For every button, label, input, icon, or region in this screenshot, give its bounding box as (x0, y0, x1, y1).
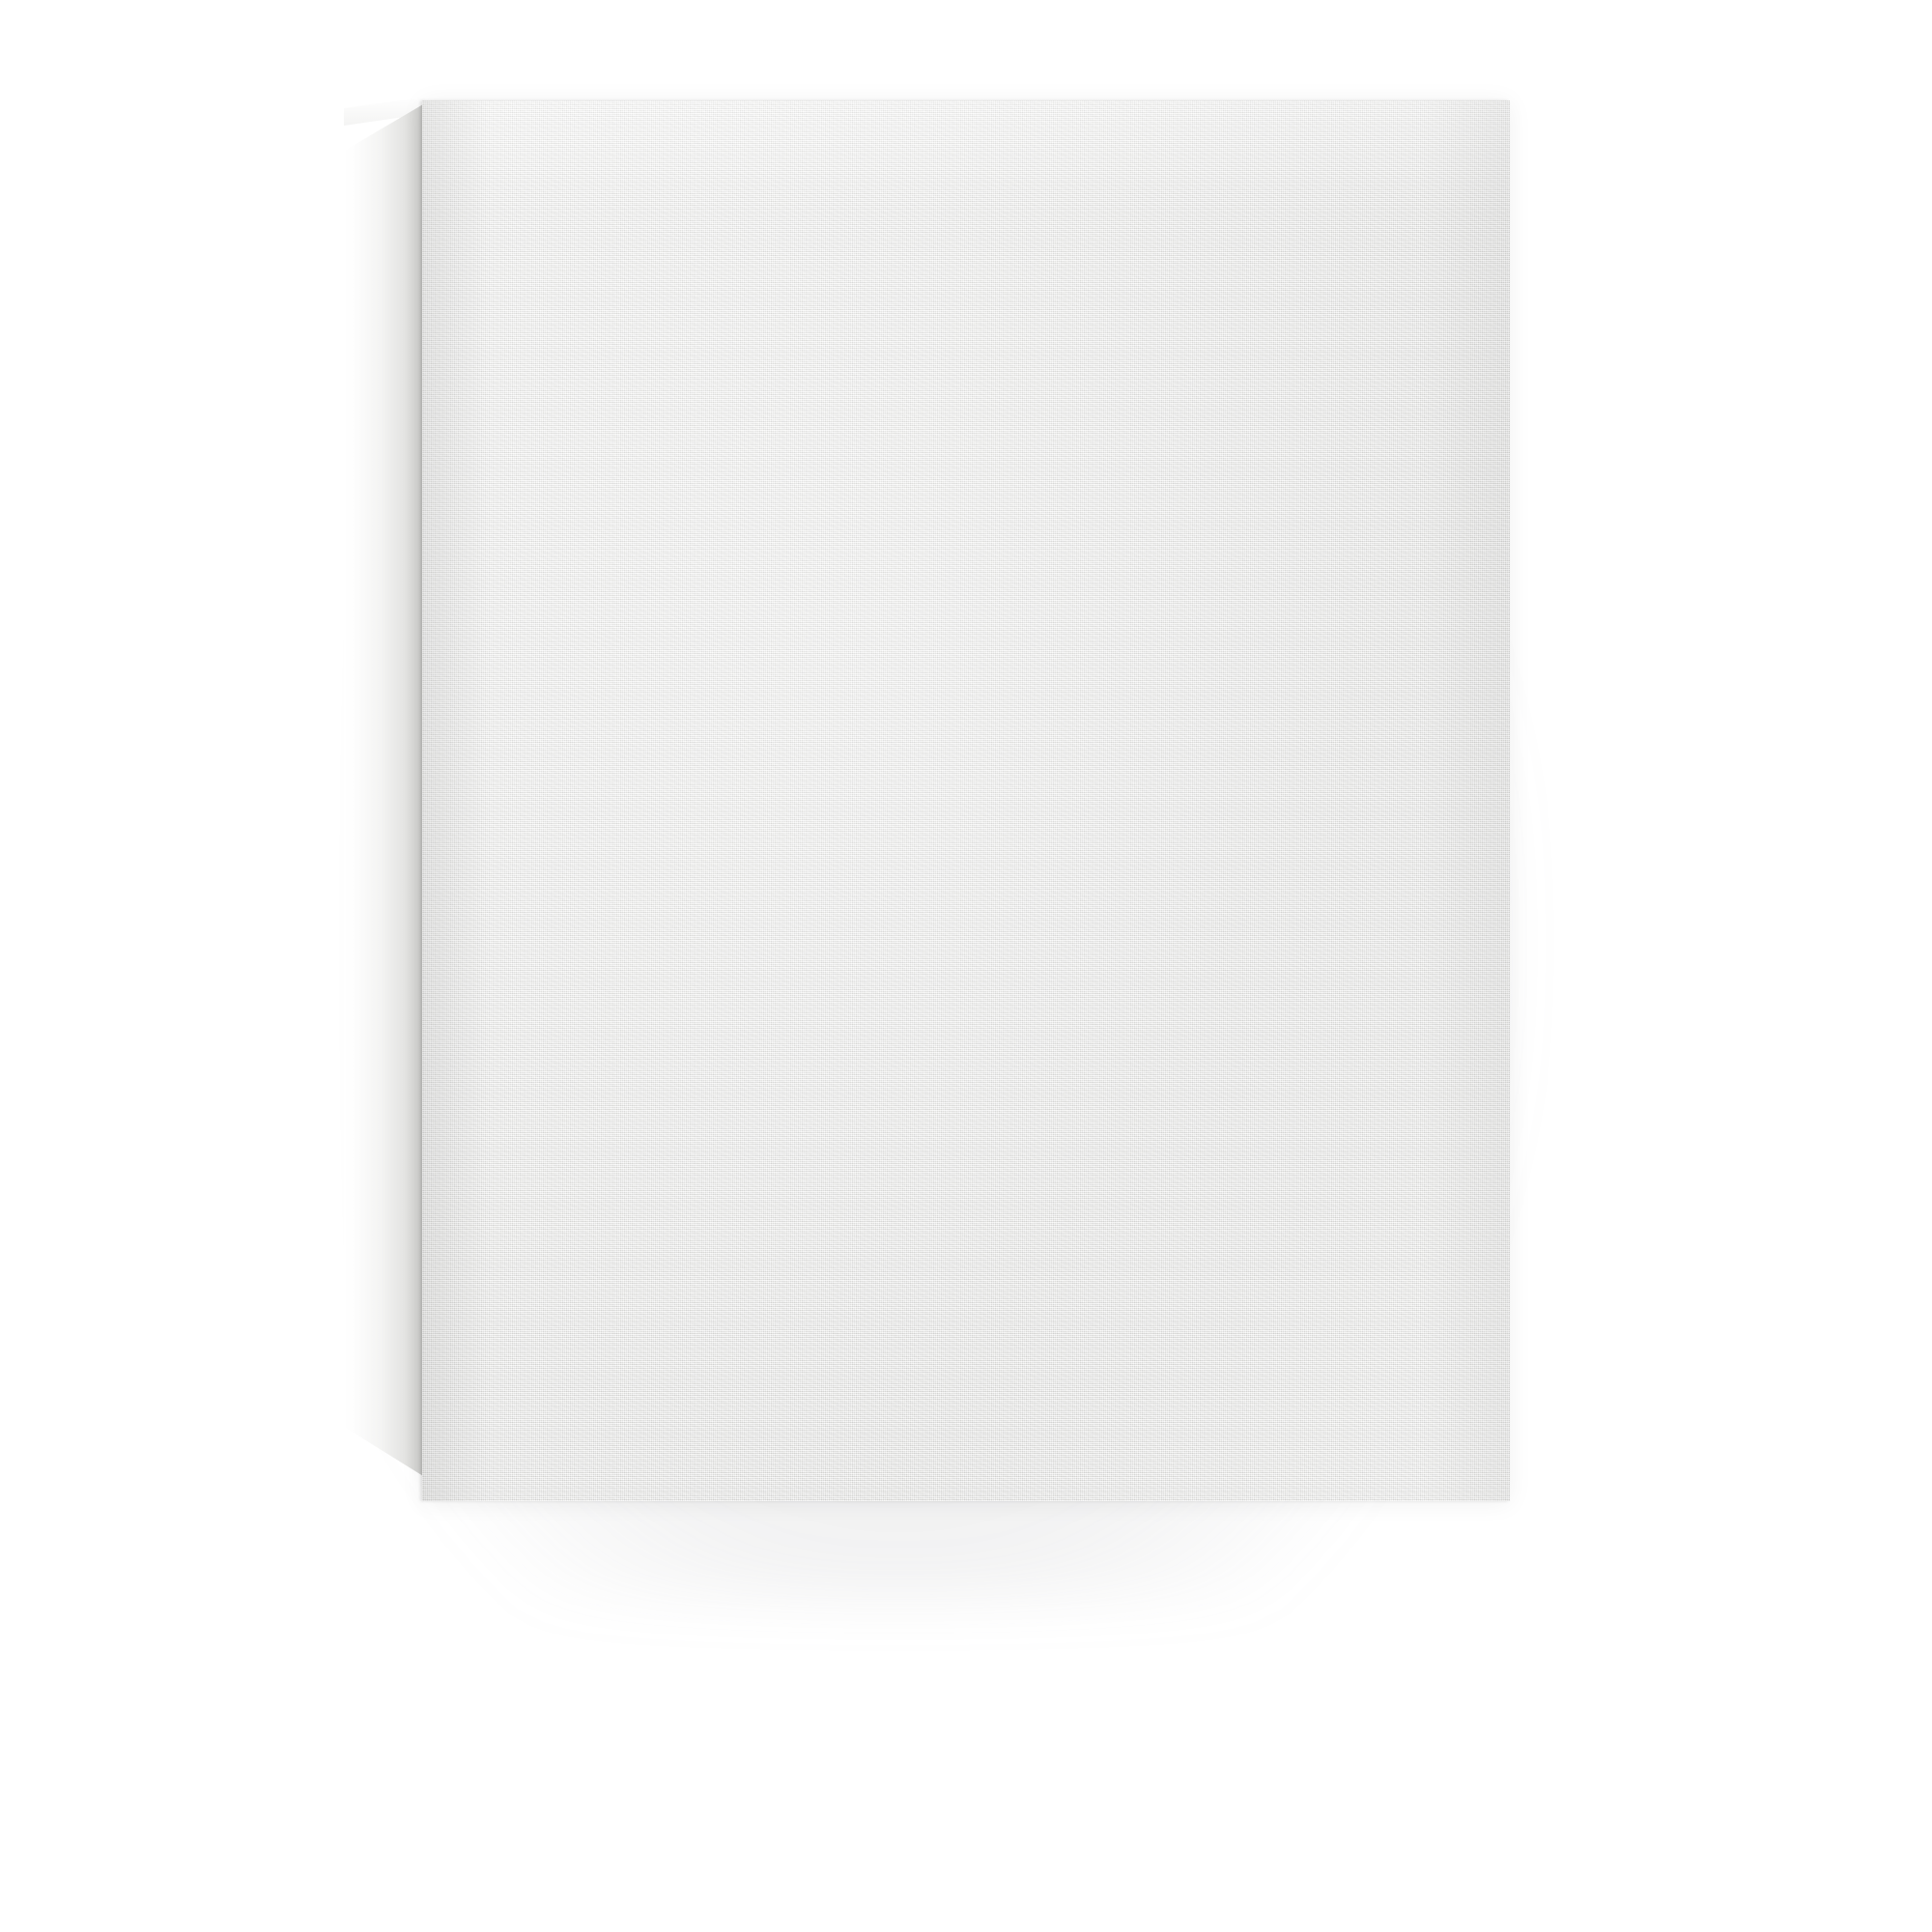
reference-numeral: 52 (813, 1028, 839, 1055)
reference-numeral: 36 (792, 1065, 818, 1092)
reference-numeral: 58 (789, 478, 815, 505)
reference-numeral: 74 (852, 485, 878, 512)
reference-numeral: 51 (1020, 916, 1046, 943)
inventor-label: Inventor (1194, 952, 1258, 979)
reference-numeral: 74 (1047, 926, 1073, 953)
reference-numeral: 74 (1041, 610, 1067, 637)
reference-numeral: 74 (516, 1074, 542, 1101)
canvas-front-face: April 7, 1942. B. Q. JONES 2,278,450 MIL… (422, 100, 1510, 1501)
reference-numeral: 68 (1095, 614, 1122, 641)
reference-numeral: 12 (955, 536, 981, 563)
reference-numeral: 16 (624, 403, 650, 430)
reference-numeral: 68 (740, 627, 766, 654)
reference-numeral: 32 (612, 1190, 639, 1217)
reference-numeral: 74 (516, 1151, 542, 1179)
reference-numeral: 45 (1051, 647, 1077, 674)
reference-numeral: 48 (920, 618, 946, 645)
reference-numeral: 45 (1051, 862, 1077, 889)
reference-numeral: 17 (651, 617, 677, 644)
reference-numeral: 55 (864, 411, 890, 438)
reference-numeral: 51 (547, 1021, 573, 1048)
reference-numeral: 16 (626, 751, 652, 778)
reference-numeral: 55 (875, 913, 901, 940)
reference-numeral: 34 (1161, 665, 1187, 692)
reference-numeral: 23 (922, 796, 948, 823)
reference-numeral: 74 (842, 1148, 868, 1175)
reference-numeral: 51 (1016, 400, 1042, 427)
reference-numeral: 62 (999, 798, 1025, 825)
reference-numeral: 10 (688, 551, 714, 578)
reference-numeral: 68 (1086, 913, 1112, 940)
by-label: By (1039, 1061, 1059, 1081)
patent-sheet: April 7, 1942. B. Q. JONES 2,278,450 MIL… (422, 100, 1510, 1501)
reference-numeral: 58 (829, 902, 855, 929)
reference-numeral: 74 (1151, 906, 1178, 933)
reference-numeral: 68 (970, 605, 996, 632)
reference-numeral: 59 (779, 616, 805, 643)
reference-numeral: 68 (1158, 444, 1184, 471)
reference-numeral: 68 (721, 394, 747, 421)
reference-numeral: 74 (790, 895, 816, 923)
attorney-label: Attorney (1237, 1098, 1293, 1119)
reference-numeral: 32 (804, 1156, 830, 1183)
reference-numeral: 35 (651, 1069, 677, 1096)
reference-numeral: 74 (810, 612, 836, 639)
reference-numeral: 68 (750, 896, 776, 923)
canvas-wrapped-side-edge (344, 104, 423, 1476)
reference-numeral: 74 (838, 1074, 865, 1101)
reference-numeral: 74 (1166, 609, 1192, 636)
reference-numeral: 17 (598, 905, 624, 932)
reference-numeral: 38 (595, 1066, 621, 1094)
reference-numeral: 68 (839, 444, 866, 471)
reference-leader-lines (422, 100, 1510, 1501)
reference-numeral: 68 (980, 912, 1006, 939)
reference-numeral: 48 (939, 910, 965, 937)
reference-numeral: 21 (777, 775, 803, 802)
reference-numeral: 32 (731, 1151, 757, 1179)
reference-numeral: 26 (859, 770, 885, 797)
reference-numeral: 33 (1165, 854, 1191, 881)
reference-numeral: 56 (849, 647, 875, 674)
reference-numeral: 74 (1068, 414, 1094, 441)
reference-numeral: 42 (1139, 593, 1165, 620)
reference-numeral: 37 (788, 1111, 814, 1138)
reference-numeral: 35 (1165, 800, 1191, 827)
reference-numeral: 37 (617, 1113, 643, 1140)
reference-numeral: 74 (871, 612, 897, 639)
reference-numeral: 74 (902, 923, 928, 951)
reference-numeral: 36 (1157, 736, 1183, 763)
reference-numeral: 31 (726, 1065, 753, 1092)
reference-numeral: 41 (1146, 406, 1172, 433)
reference-numeral: 13 (736, 533, 762, 560)
